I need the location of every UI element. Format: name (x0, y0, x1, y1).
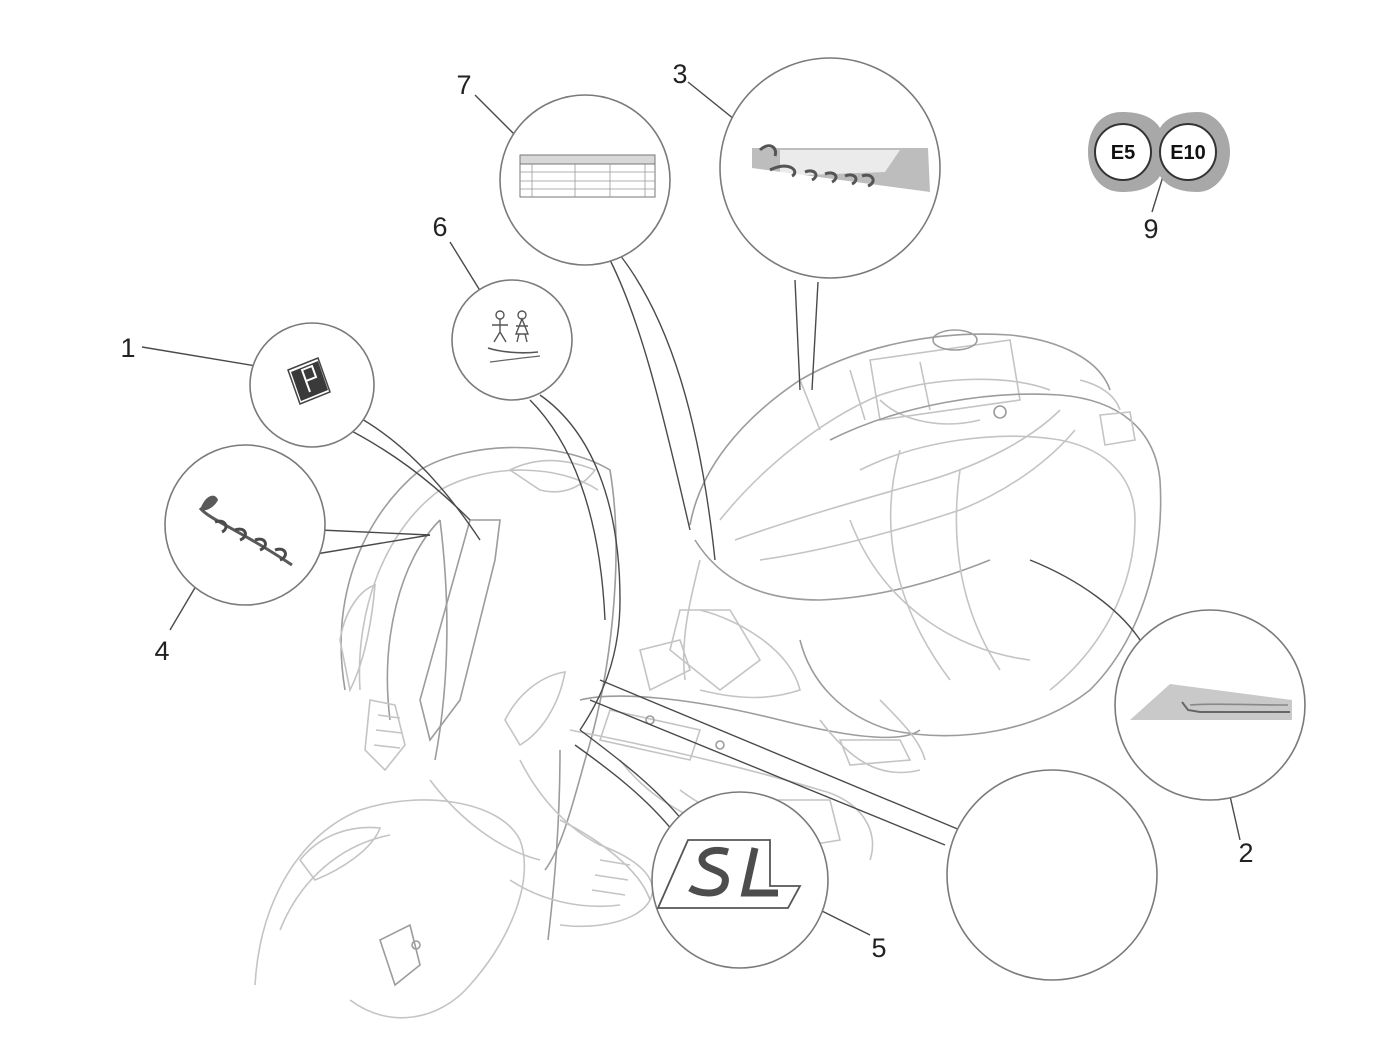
part-number-2: 2 (1238, 838, 1253, 868)
part-numbers: 1 2 3 4 5 6 7 9 (120, 59, 1253, 963)
part-number-7: 7 (456, 70, 471, 100)
part-number-4: 4 (154, 636, 169, 666)
plate-icon (287, 357, 331, 405)
callout-4-vespa-badge (164, 444, 326, 606)
fuel-badge-e5: E5 (1111, 142, 1135, 164)
primavera-decal (1130, 684, 1292, 720)
callout-9-fuel-badge[interactable]: E5 E10 (1088, 112, 1230, 192)
callout-empty (946, 769, 1158, 981)
part-number-9: 9 (1143, 214, 1158, 244)
callout-3-side-decal (719, 57, 941, 279)
part-number-1: 1 (120, 333, 135, 363)
callout-6-children-sticker (451, 279, 573, 401)
part-number-3: 3 (672, 59, 687, 89)
fuel-badge-e10: E10 (1170, 142, 1206, 164)
sl-badge (656, 839, 802, 909)
vespa-side-decal (752, 144, 930, 192)
part-number-6: 6 (432, 212, 447, 242)
part-number-5: 5 (871, 933, 886, 963)
vespa-script-badge (198, 495, 293, 567)
callout-7-pressure-label (499, 94, 671, 266)
callout-5-sl-badge (651, 791, 829, 969)
leader-lines (141, 81, 1241, 936)
vespa-for-children-sticker (487, 310, 541, 363)
callout-2-primavera-decal (1114, 609, 1306, 801)
tyre-pressure-label (519, 154, 656, 198)
fuel-badge: E5 E10 (1088, 112, 1230, 192)
callout-1-plate (249, 322, 375, 448)
